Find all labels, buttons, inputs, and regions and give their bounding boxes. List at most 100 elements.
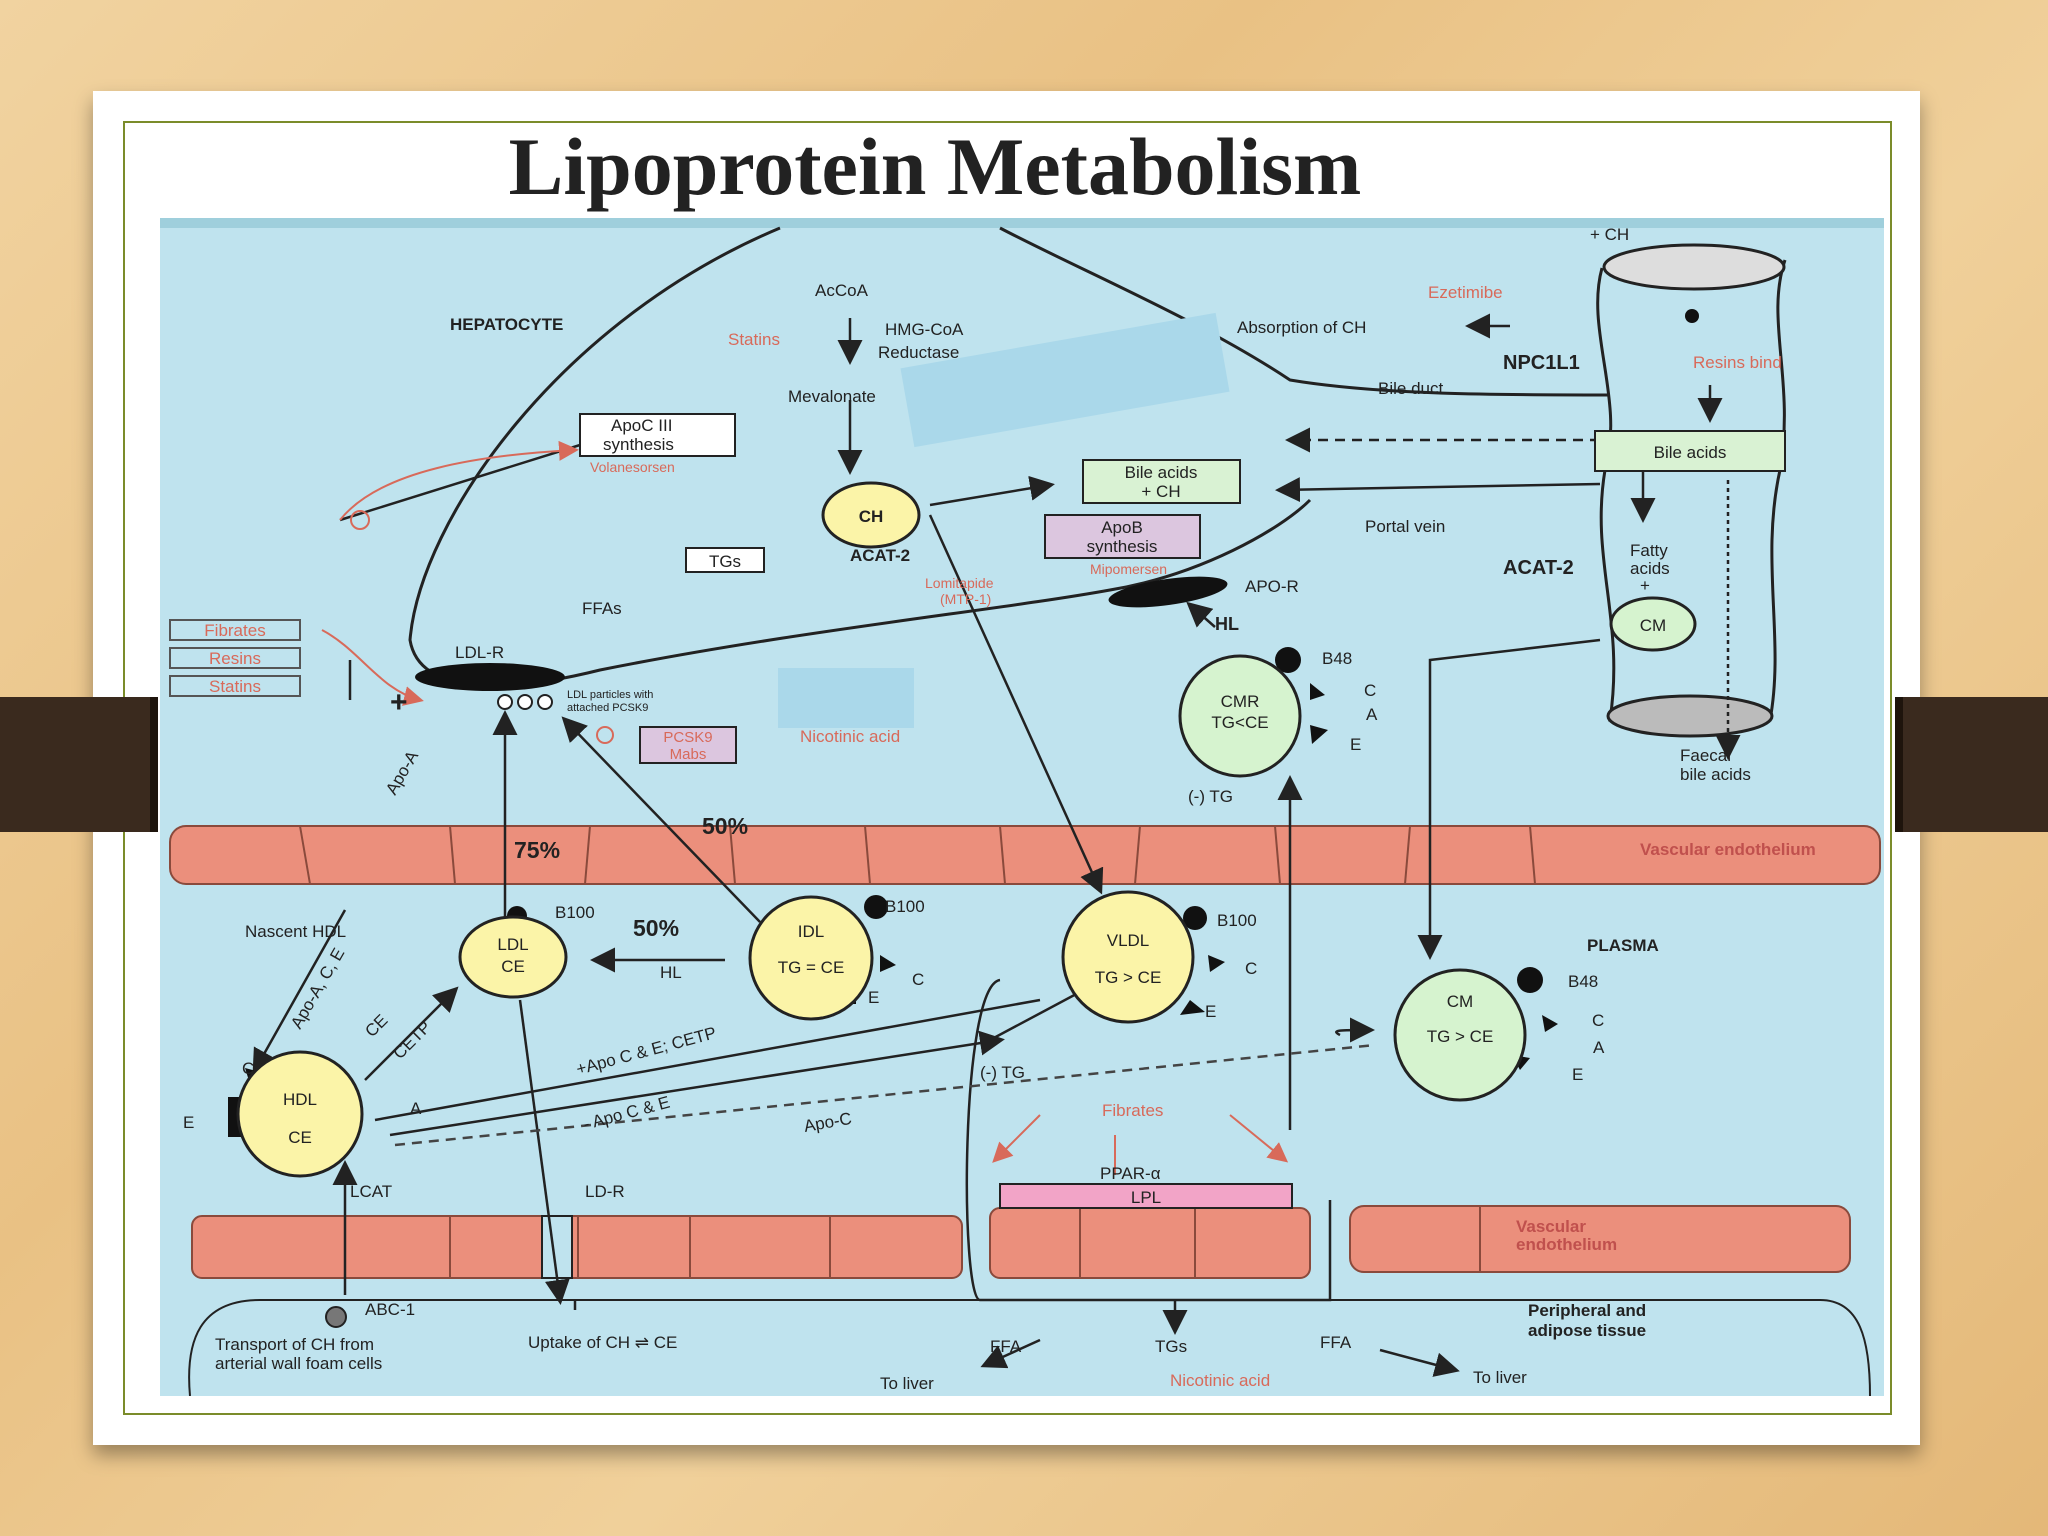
hdl-node: [236, 1050, 364, 1178]
fibrates-lower-label: Fibrates: [1102, 1101, 1163, 1120]
ldl-particle: [517, 694, 533, 710]
apo-r-label: APO-R: [1245, 577, 1299, 596]
ldl-particles-label-1: LDL particles with: [567, 689, 653, 701]
apo-receptor: [1108, 576, 1228, 608]
peripheral-label-1: Peripheral and: [1528, 1301, 1646, 1320]
acat2-intestine-label: ACAT-2: [1503, 557, 1574, 579]
hl-plasma-label: HL: [660, 963, 682, 982]
idl-node: [748, 895, 874, 1021]
inhibit-marker: [596, 726, 614, 744]
inhibit-marker: [350, 510, 370, 530]
transport-label-1: Transport of CH from: [215, 1335, 374, 1354]
drug-arrows: [321, 440, 1289, 1175]
b100-vldl-label: B100: [1217, 911, 1257, 930]
minus-tg-plasma-label: (-) TG: [980, 1063, 1025, 1082]
nascent-hdl-label: Nascent HDL: [245, 922, 346, 941]
apoc3-label-1: ApoC III: [611, 416, 672, 435]
highlight-box-upper: [900, 312, 1230, 448]
cmr-node: [1178, 654, 1302, 778]
plus-ch-label: + CH: [1590, 225, 1629, 244]
lpl-label: LPL: [1131, 1188, 1161, 1207]
cm-apo-c-label: C: [1592, 1011, 1604, 1030]
tgs-bottom-label: TGs: [1155, 1337, 1187, 1356]
cmr-label-2: TG<CE: [1211, 713, 1268, 732]
endothelium-bottom-label-2: endothelium: [1516, 1235, 1617, 1254]
endothelium-bottom-label-1: Vascular: [1516, 1217, 1586, 1236]
fibrates-side-label: Fibrates: [204, 621, 265, 640]
to-liver-left-label: To liver: [880, 1374, 934, 1393]
statins-box: [169, 675, 301, 697]
pathway-arrows: [252, 313, 1741, 1377]
nicotinic-upper-label: Nicotinic acid: [800, 727, 900, 746]
lpl-box: [999, 1183, 1293, 1209]
bile-duct-label: Bile duct: [1378, 379, 1443, 398]
transport-label-2: arterial wall foam cells: [215, 1354, 382, 1373]
idl-apo-c-label: C: [912, 970, 924, 989]
hdl-apo-c-label: C: [242, 1059, 254, 1078]
nicotinic-lower-label: Nicotinic acid: [1170, 1371, 1270, 1390]
bile-ch-label-1: Bile acids: [1125, 463, 1198, 482]
cm-intestine-label: CM: [1640, 616, 1666, 635]
pct-50-top-label: 50%: [702, 813, 748, 839]
hdl-apo-a-label: A: [410, 1099, 422, 1118]
pcsk9-label-1: PCSK9: [663, 729, 712, 746]
pcsk9-box: [639, 726, 737, 764]
idl-label-1: IDL: [798, 922, 824, 941]
b48-cm-label: B48: [1568, 972, 1598, 991]
ezetimibe-label: Ezetimibe: [1428, 283, 1503, 302]
apoc3-label-2: synthesis: [603, 435, 674, 454]
b100-ldl-label: B100: [555, 903, 595, 922]
hdl-label-2: CE: [288, 1128, 312, 1147]
hepatocyte-boundary: [408, 226, 1312, 687]
fatty-plus-label: +: [1640, 576, 1650, 595]
intestine: [1596, 259, 1787, 722]
vascular-endothelium-top: [169, 825, 1881, 885]
endothelium-top-label: Vascular endothelium: [1640, 840, 1816, 859]
intestine-bottom: [1606, 694, 1774, 738]
cm-plasma-label-2: TG > CE: [1427, 1027, 1494, 1046]
ldl-particle: [537, 694, 553, 710]
right-tab-decoration: [1895, 697, 2048, 832]
left-tab-edge: [150, 697, 158, 832]
cm-apo-e-label: E: [1572, 1065, 1583, 1084]
peripheral-boundary: [188, 1299, 1871, 1396]
b100-idl-label: B100: [885, 897, 925, 916]
mtp1-label: (MTP-1): [940, 591, 991, 607]
vldl-label-2: TG > CE: [1095, 968, 1162, 987]
lomitapide-label: Lomitapide: [925, 575, 994, 591]
apob-label-1: ApoB: [1101, 518, 1143, 537]
hdl-apo-e-label: E: [183, 1113, 194, 1132]
reductase-label: Reductase: [878, 343, 959, 362]
b48-cmr-label: B48: [1322, 649, 1352, 668]
bile-duct-line: [999, 226, 1611, 397]
faecal-label-1: Faecal: [1680, 746, 1731, 765]
apob-label-2: synthesis: [1087, 537, 1158, 556]
hepatocyte-label: HEPATOCYTE: [450, 315, 563, 334]
mipomersen-label: Mipomersen: [1090, 561, 1167, 577]
volanesorsen-label: Volanesorsen: [590, 459, 675, 475]
ldl-particles-label-2: attached PCSK9: [567, 702, 648, 714]
cm-plasma-node: [1393, 968, 1527, 1102]
fatty-acids-label-1: Fatty: [1630, 541, 1668, 560]
cmr-apo-a-label: A: [1366, 705, 1378, 724]
lcat-label: LCAT: [350, 1182, 392, 1201]
ppar-label: PPAR-α: [1100, 1164, 1161, 1183]
bile-acids-label: Bile acids: [1654, 443, 1727, 462]
ldl-particle: [497, 694, 513, 710]
faecal-label-2: bile acids: [1680, 765, 1751, 784]
abc1-transporter: [325, 1306, 347, 1328]
cmr-apo-c-label: C: [1364, 681, 1376, 700]
apob-box: [1044, 514, 1201, 559]
cmr-label-1: CMR: [1221, 692, 1260, 711]
resins-bind-label: Resins bind: [1693, 353, 1782, 372]
absorption-ch-label: Absorption of CH: [1237, 318, 1366, 337]
plus-sign: +: [390, 686, 408, 719]
vldl-node: [1061, 890, 1195, 1024]
fibrates-box: [169, 619, 301, 641]
statins-side-label: Statins: [209, 677, 261, 696]
ldl-r-label: LDL-R: [455, 643, 504, 662]
tgs-box: [685, 547, 765, 573]
apoc3-box: [579, 413, 736, 457]
abc1-label: ABC-1: [365, 1300, 415, 1319]
